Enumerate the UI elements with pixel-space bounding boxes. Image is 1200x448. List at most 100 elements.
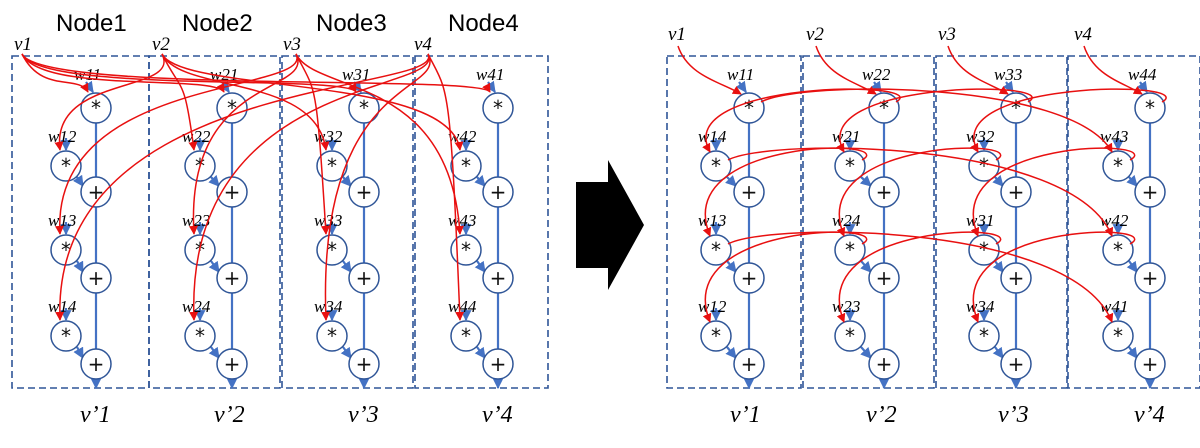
right-multiply-symbol: * <box>979 324 989 348</box>
right-weight-label: w12 <box>698 297 727 316</box>
right-rotation-edge <box>836 88 1033 153</box>
right-add-node <box>733 262 765 294</box>
right-input-edge <box>1083 45 1143 95</box>
right-multiply-symbol: * <box>845 154 855 178</box>
left-broadcast-edge <box>161 53 464 151</box>
right-mul-to-add-arrow <box>860 260 872 273</box>
node-title-4: Node4 <box>448 10 519 37</box>
left-add-symbol: + <box>490 352 507 376</box>
right-input-edge <box>815 45 877 95</box>
left-weight-label: w21 <box>210 65 238 84</box>
left-add-symbol: + <box>356 352 373 376</box>
right-multiply-symbol: * <box>979 238 989 262</box>
right-multiply-symbol: * <box>979 154 989 178</box>
left-weight-label: w24 <box>182 297 211 316</box>
right-multiply-node <box>868 92 900 124</box>
right-node-box-2 <box>802 55 935 389</box>
left-broadcast-edge <box>21 53 491 93</box>
right-mul-to-add-arrow <box>859 175 872 187</box>
right-rotation-edge <box>970 88 1167 153</box>
left-multiply-symbol: * <box>461 324 471 348</box>
left-weight-label: w42 <box>448 127 477 146</box>
right-mul-to-add-arrow <box>1126 174 1138 187</box>
right-add-symbol: + <box>1008 180 1025 204</box>
right-output-4: v’4 <box>1134 402 1165 428</box>
right-add-node <box>1134 176 1166 208</box>
left-add-node <box>482 176 514 208</box>
right-add-node <box>1134 262 1166 294</box>
left-broadcast-edge <box>21 53 89 93</box>
left-mul-to-add-arrow <box>73 260 84 273</box>
left-input-v2: v2 <box>152 34 170 55</box>
left-multiply-symbol: * <box>461 154 471 178</box>
left-weight-label: w44 <box>448 297 477 316</box>
right-rotation-edge <box>727 231 1114 323</box>
left-add-node <box>216 262 248 294</box>
right-mul-to-add-arrow <box>1126 260 1138 273</box>
left-mul-to-add-arrow <box>474 174 486 187</box>
left-add-symbol: + <box>224 180 241 204</box>
right-add-symbol: + <box>741 266 758 290</box>
left-multiply-symbol: * <box>461 238 471 262</box>
right-mul-to-add-arrow <box>725 175 737 187</box>
right-multiply-symbol: * <box>845 238 855 262</box>
left-multiply-symbol: * <box>91 96 101 120</box>
right-add-symbol: + <box>876 352 893 376</box>
right-input-edge <box>947 45 1009 95</box>
left-multiply-symbol: * <box>493 96 503 120</box>
left-mul-to-add-arrow <box>474 260 486 273</box>
right-arrow-icon <box>576 160 644 290</box>
left-add-node <box>80 262 112 294</box>
left-weight-label: w41 <box>476 65 504 84</box>
left-add-node <box>80 176 112 208</box>
right-multiply-symbol: * <box>1113 324 1123 348</box>
right-input-v2: v2 <box>806 24 824 45</box>
right-add-node <box>868 176 900 208</box>
left-add-node <box>482 262 514 294</box>
left-add-node <box>348 176 380 208</box>
right-node-box-3 <box>935 55 1068 389</box>
right-multiply-symbol: * <box>711 238 721 262</box>
left-add-symbol: + <box>224 352 241 376</box>
right-node-box-1 <box>666 55 802 389</box>
right-add-symbol: + <box>741 180 758 204</box>
right-rotation-edge <box>702 147 868 237</box>
left-weight-label: w34 <box>314 297 343 316</box>
left-node-box-4 <box>414 55 549 389</box>
right-weight-label: w13 <box>698 211 726 230</box>
right-weight-label: w41 <box>1100 297 1128 316</box>
left-add-symbol: + <box>356 180 373 204</box>
right-weight-label: w31 <box>966 211 994 230</box>
right-add-node <box>1000 176 1032 208</box>
left-add-symbol: + <box>88 266 105 290</box>
right-multiply-symbol: * <box>1011 96 1021 120</box>
right-add-symbol: + <box>876 266 893 290</box>
left-broadcast-edge <box>295 53 330 235</box>
left-add-symbol: + <box>490 180 507 204</box>
right-input-edge <box>677 45 742 95</box>
left-multiply-symbol: * <box>359 96 369 120</box>
left-mul-to-add-arrow <box>340 346 352 359</box>
left-broadcast-edge <box>55 53 430 321</box>
left-output-4: v’4 <box>482 402 513 428</box>
left-node-box-3 <box>281 55 414 389</box>
left-multiply-node <box>482 92 514 124</box>
right-weight-label: w43 <box>1100 127 1128 146</box>
right-add-symbol: + <box>1008 266 1025 290</box>
right-add-node <box>1000 262 1032 294</box>
left-weight-label: w43 <box>448 211 476 230</box>
right-mul-to-add-arrow <box>1126 346 1138 359</box>
left-broadcast-edge <box>189 53 299 235</box>
right-add-node <box>733 176 765 208</box>
right-mul-to-add-arrow <box>992 174 1004 187</box>
left-weight-label: w31 <box>342 65 370 84</box>
left-multiply-symbol: * <box>61 324 71 348</box>
right-weight-label: w22 <box>862 65 891 84</box>
left-weight-label: w12 <box>48 127 77 146</box>
left-multiply-symbol: * <box>227 96 237 120</box>
left-weight-label: w23 <box>182 211 210 230</box>
left-add-node <box>80 348 112 380</box>
right-weight-label: w11 <box>727 65 754 84</box>
left-input-v1: v1 <box>14 34 32 55</box>
right-add-symbol: + <box>1142 266 1159 290</box>
